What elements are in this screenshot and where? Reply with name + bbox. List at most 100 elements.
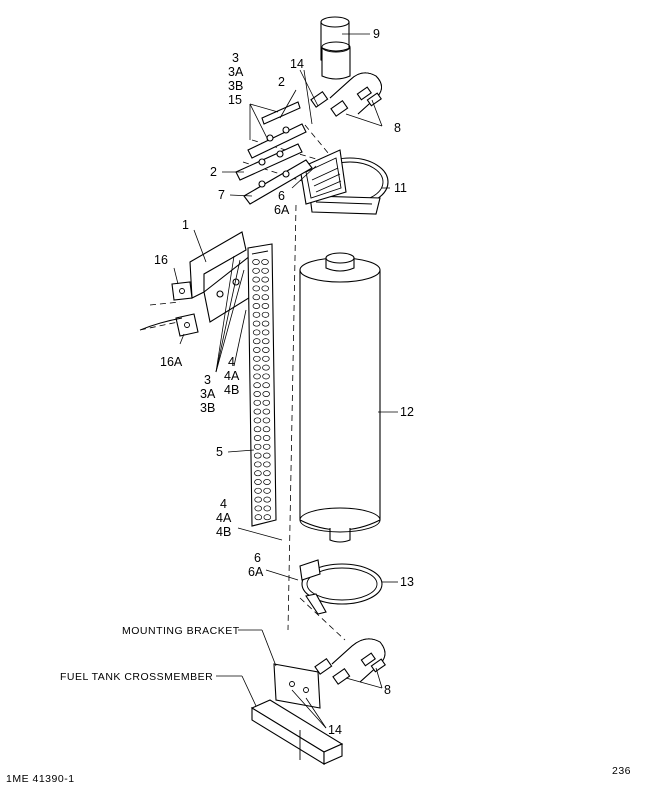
callout-6-top: 6 <box>278 189 285 203</box>
callout-3b-mid: 3B <box>200 401 215 415</box>
band-clamp-lower-part-13 <box>299 559 383 615</box>
perforation-hole <box>254 505 262 512</box>
perforation-hole <box>262 347 270 353</box>
callout-3-top: 3 <box>232 51 239 65</box>
callout-4-mid: 4 <box>228 355 235 369</box>
u-bolt-lower-part-8 <box>314 638 386 685</box>
perforation-hole <box>261 294 270 301</box>
text-notes: MOUNTING BRACKET FUEL TANK CROSSMEMBER 1… <box>6 625 631 785</box>
callout-14-low: 14 <box>328 723 342 737</box>
perforation-hole <box>253 355 261 362</box>
isolator-pad-part-16 <box>171 281 193 301</box>
perforation-hole <box>254 452 262 459</box>
perforation-hole <box>262 399 271 406</box>
perforation-hole <box>253 417 262 424</box>
perforation-hole <box>262 408 271 415</box>
fuel-tank-crossmember-note: FUEL TANK CROSSMEMBER <box>60 671 213 683</box>
callout-6-low: 6 <box>254 551 261 565</box>
perforation-hole <box>252 311 261 318</box>
callout-2-top: 2 <box>278 75 285 89</box>
perforation-hole <box>263 452 271 459</box>
callout-3b-top: 3B <box>228 79 243 93</box>
perforation-hole <box>261 303 270 309</box>
perforation-hole <box>252 259 260 265</box>
perforation-hole <box>263 470 271 477</box>
callout-4a-low: 4A <box>216 511 232 525</box>
perforation-hole <box>263 496 271 503</box>
perforation-hole <box>253 426 262 433</box>
mounting-bracket-part-1 <box>189 231 253 323</box>
callout-4-low: 4 <box>220 497 227 511</box>
perforation-hole <box>253 399 262 406</box>
perforation-hole <box>262 435 271 441</box>
perforation-hole <box>262 391 270 397</box>
isolator-pad-part-16a <box>175 313 199 337</box>
perforation-hole <box>263 505 271 512</box>
perforation-hole <box>261 285 269 292</box>
perforation-hole <box>252 338 261 345</box>
callout-12: 12 <box>400 405 414 419</box>
perforation-hole <box>261 259 269 265</box>
perforation-hole <box>252 303 261 309</box>
perforation-hole <box>253 382 261 389</box>
perforation-hole <box>254 461 262 468</box>
callout-16a: 16A <box>160 355 183 369</box>
perforation-hole <box>253 435 262 441</box>
callout-4b-mid: 4B <box>224 383 239 397</box>
perforation-hole <box>261 338 270 345</box>
mounting-bracket-note: MOUNTING BRACKET <box>122 625 240 637</box>
perforation-hole <box>262 355 270 362</box>
perforation-hole <box>252 320 261 327</box>
callout-1: 1 <box>182 218 189 232</box>
callout-labels: 9 3 3A 3B 14 2 15 8 2 6 6A 11 7 1 16 16A… <box>154 27 414 737</box>
perforation-hole <box>263 461 271 468</box>
perforation-hole <box>252 329 261 336</box>
perforation-hole <box>261 276 269 283</box>
perforation-hole <box>262 382 270 389</box>
tailpipe-part-9 <box>320 16 351 80</box>
perforation-hole <box>254 514 263 521</box>
perforation-hole <box>253 408 262 415</box>
perforation-hole <box>253 364 261 371</box>
perforation-hole <box>252 285 260 292</box>
perforation-hole <box>262 364 270 371</box>
frame-outline <box>139 317 183 331</box>
perforation-hole <box>254 470 262 477</box>
callout-3-mid: 3 <box>204 373 211 387</box>
perforation-hole <box>261 267 269 274</box>
perforation-hole <box>254 479 262 485</box>
callout-6a-low: 6A <box>248 565 264 579</box>
callout-8-low: 8 <box>384 683 391 697</box>
perforation-hole <box>253 347 261 353</box>
band-clamp-upper-part-11 <box>299 149 389 215</box>
callout-3a-mid: 3A <box>200 387 216 401</box>
callout-13: 13 <box>400 575 414 589</box>
heat-shield-part-5 <box>247 243 277 527</box>
callout-5: 5 <box>216 445 223 459</box>
perforation-hole <box>261 311 270 318</box>
perforation-hole <box>254 496 262 503</box>
page-number: 236 <box>612 765 631 777</box>
perforation-hole <box>261 320 270 327</box>
perforation-hole <box>263 487 271 494</box>
callout-2-mid: 2 <box>210 165 217 179</box>
callout-6a-top: 6A <box>274 203 290 217</box>
perforation-hole <box>263 479 271 485</box>
callout-7: 7 <box>218 188 225 202</box>
callout-14-top: 14 <box>290 57 304 71</box>
callout-4a-mid: 4A <box>224 369 240 383</box>
callout-9: 9 <box>373 27 380 41</box>
perforation-hole <box>262 426 271 433</box>
callout-4b-low: 4B <box>216 525 231 539</box>
leader-lines <box>173 33 398 729</box>
callout-15: 15 <box>228 93 242 107</box>
upper-hardware-parts-2-3-15 <box>235 101 313 205</box>
perforation-hole <box>252 267 260 274</box>
callout-3a-top: 3A <box>228 65 244 79</box>
perforation-hole <box>252 276 260 283</box>
perforation-hole <box>253 443 262 450</box>
perforation-hole <box>262 417 271 424</box>
perforation-hole <box>263 514 272 521</box>
perforation-hole <box>252 294 261 301</box>
